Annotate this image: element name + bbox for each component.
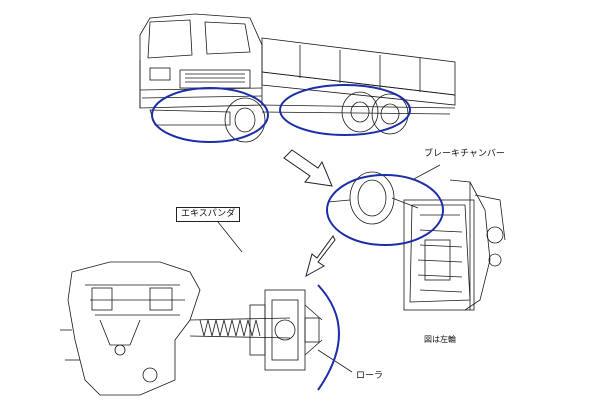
expander-detail [60,221,353,396]
truck-illustration [139,13,456,143]
brake-chamber-label: ブレーキチャンバー [424,149,505,159]
roller-label: ローラ [356,371,384,381]
arrow-to-chamber [283,149,333,187]
arrow-to-expander [305,235,336,278]
front-brake-highlight [151,87,269,143]
expander-label: エキスパンダ [176,207,241,222]
brake-chamber-highlight [326,174,444,246]
left-wheel-caption: 図は左輪 [424,335,456,344]
expander-highlight-arc [317,284,340,391]
rear-brake-highlight [279,84,411,136]
brake-chamber-detail [327,164,506,311]
